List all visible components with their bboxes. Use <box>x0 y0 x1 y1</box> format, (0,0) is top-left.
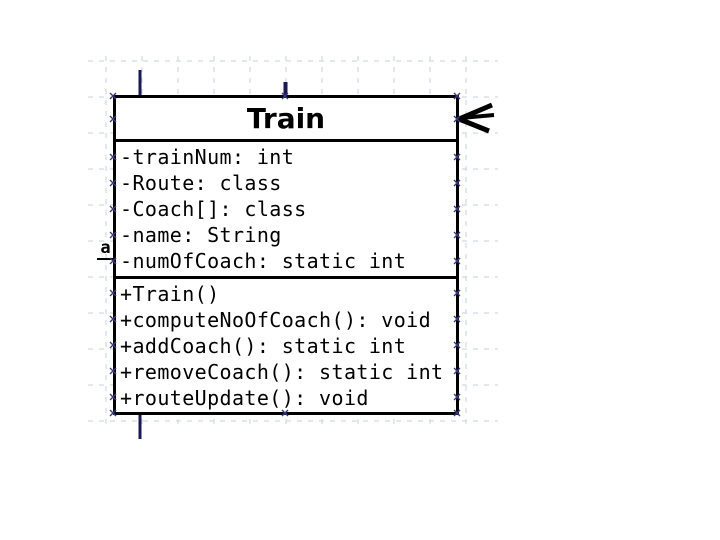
connection-point[interactable] <box>109 179 117 187</box>
connection-point[interactable] <box>281 92 289 100</box>
attributes-section: -trainNum: int -Route: class -Coach[]: c… <box>116 142 456 279</box>
attribute-row: -trainNum: int <box>120 145 295 169</box>
connection-point[interactable] <box>453 153 461 161</box>
connection-point[interactable] <box>109 231 117 239</box>
connector-lines[interactable] <box>138 70 288 439</box>
connection-point[interactable] <box>453 205 461 213</box>
connection-point[interactable] <box>453 341 461 349</box>
connection-point[interactable] <box>453 115 461 123</box>
connection-point[interactable] <box>453 315 461 323</box>
attribute-row: -numOfCoach: static int <box>120 249 407 273</box>
method-row: +computeNoOfCoach(): void <box>120 308 432 332</box>
connection-point[interactable] <box>109 367 117 375</box>
connection-points <box>109 92 461 417</box>
connection-point[interactable] <box>109 393 117 401</box>
class-title: Train <box>116 98 456 142</box>
connection-point[interactable] <box>109 205 117 213</box>
uml-class-train[interactable]: Train -trainNum: int -Route: class -Coac… <box>113 95 459 415</box>
connection-point[interactable] <box>109 315 117 323</box>
connection-point[interactable] <box>453 409 461 417</box>
connection-point[interactable] <box>109 153 117 161</box>
attribute-row: -Coach[]: class <box>120 197 307 221</box>
methods-section: +Train() +computeNoOfCoach(): void +addC… <box>116 279 456 413</box>
method-row: +routeUpdate(): void <box>120 386 369 410</box>
connection-point[interactable] <box>109 409 117 417</box>
connection-point[interactable] <box>109 115 117 123</box>
connection-point[interactable] <box>109 289 117 297</box>
connection-point[interactable] <box>453 393 461 401</box>
connection-point[interactable] <box>453 179 461 187</box>
connection-point[interactable] <box>109 92 117 100</box>
connection-point[interactable] <box>281 409 289 417</box>
connection-point[interactable] <box>453 289 461 297</box>
connection-point[interactable] <box>109 341 117 349</box>
method-row: +addCoach(): static int <box>120 334 407 358</box>
method-row: +Train() <box>120 282 220 306</box>
attribute-row: -Route: class <box>120 171 282 195</box>
connection-point[interactable] <box>453 257 461 265</box>
connection-point[interactable] <box>453 92 461 100</box>
method-row: +removeCoach(): static int <box>120 360 444 384</box>
connection-point[interactable] <box>453 231 461 239</box>
connection-point[interactable] <box>453 367 461 375</box>
clipped-label: a <box>97 239 114 260</box>
crow-foot-arrow-icon[interactable] <box>458 102 495 134</box>
attribute-row: -name: String <box>120 223 282 247</box>
connection-point[interactable] <box>109 257 117 265</box>
